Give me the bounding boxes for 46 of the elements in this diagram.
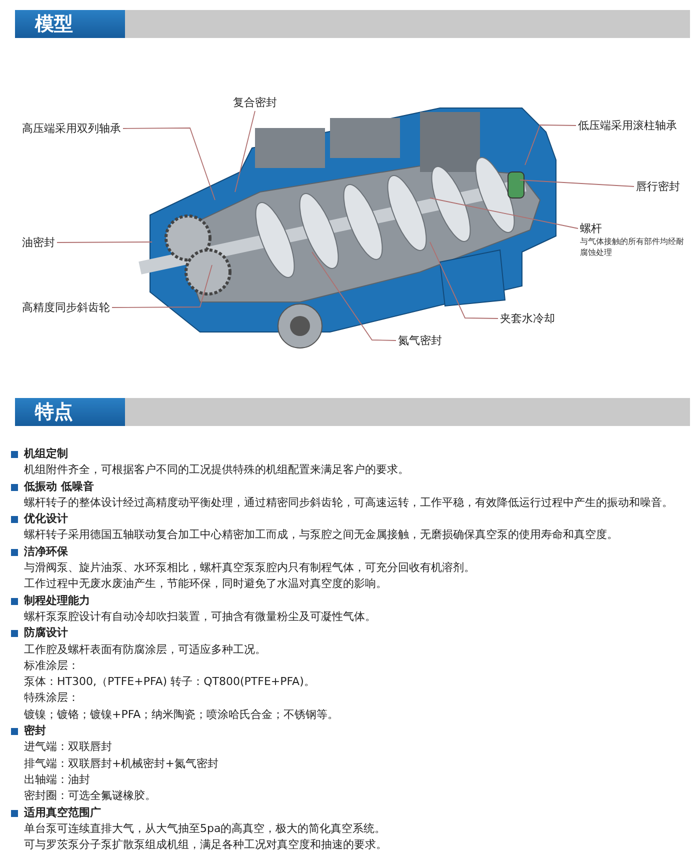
feature-heading: 密封	[24, 723, 46, 740]
feature-text: 机组附件齐全，可根据客户不同的工况提供特殊的机组配置来满足客户的要求。	[24, 462, 409, 478]
feature-text: 螺杆转子采用德国五轴联动复合加工中心精密加工而成，与泵腔之间无金属接触，无磨损确保真空泵的使用寿命和真空度。	[24, 527, 618, 544]
callout-label: 螺杆	[580, 221, 602, 236]
callout-label: 高压端采用双列轴承	[22, 121, 121, 136]
feature-heading: 防腐设计	[24, 625, 68, 642]
feature-text: 可与罗茨泵分子泵扩散泵组成机组，满足各种工况对真空度和抽速的要求。	[24, 837, 387, 853]
feature-text: 工作腔及螺杆表面有防腐涂层，可适应多种工况。	[24, 642, 266, 658]
leader-line	[112, 264, 212, 308]
leader-line	[56, 242, 152, 243]
feature-text: 进气端：双联唇封	[24, 739, 112, 756]
feature-heading: 机组定制	[24, 446, 68, 462]
leader-line	[430, 242, 498, 319]
callout-label: 夹套水冷却	[500, 311, 555, 326]
leader-line	[430, 198, 578, 229]
feature-text: 镀镍；镀铬；镀镍+PFA；纳米陶瓷；喷涂哈氏合金；不锈钢等。	[24, 706, 339, 723]
callout-label: 高精度同步斜齿轮	[22, 300, 110, 315]
callout-label: 油密封	[22, 235, 55, 250]
leader-line	[122, 128, 216, 200]
leader-line	[524, 124, 576, 166]
feature-text: 出轴端：油封	[24, 772, 90, 788]
section-heading: 特点	[15, 398, 125, 426]
section-heading: 模型	[15, 10, 125, 38]
feature-text: 螺杆泵泵腔设计有自动冷却吹扫装置，可抽含有微量粉尘及可凝性气体。	[24, 608, 376, 625]
feature-heading: 低振动 低噪音	[24, 478, 94, 495]
feature-text: 密封圈：可选全氟谜橡胶。	[24, 788, 156, 804]
feature-heading: 优化设计	[24, 511, 68, 528]
feature-heading: 制程处理能力	[24, 592, 90, 609]
feature-text: 与滑阀泵、旋片油泵、水环泵相比，螺杆真空泵泵腔内只有制程气体，可充分回收有机溶剂。	[24, 560, 475, 576]
feature-text: 工作过程中无废水废油产生，节能环保，同时避免了水温对真空度的影响。	[24, 576, 387, 592]
callout-label: 氮气密封	[398, 333, 442, 348]
feature-heading: 适用真空范围广	[24, 804, 101, 821]
feature-text: 单台泵可连续直排大气，从大气抽至5pa的高真空，极大的简化真空系统。	[24, 820, 386, 837]
feature-text: 泵体：HT300,（PTFE+PFA) 转子：QT800(PTFE+PFA)。	[24, 674, 315, 690]
feature-text: 标准涂层：	[24, 658, 79, 674]
callout-label: 低压端采用滚柱轴承	[578, 118, 677, 133]
callout-label: 复合密封	[233, 95, 277, 110]
leader-line	[312, 252, 396, 341]
leader-line	[520, 180, 634, 187]
callout-note: 与气体接触的所有部件均经耐腐蚀处理	[580, 236, 685, 258]
feature-text: 排气端：双联唇封+机械密封+氮气密封	[24, 756, 218, 772]
callout-label: 唇行密封	[636, 179, 680, 194]
leader-line	[234, 110, 256, 192]
feature-text: 特殊涂层：	[24, 690, 79, 706]
feature-text: 螺杆转子的整体设计经过高精度动平衡处理，通过精密同步斜齿轮，可高速运转，工作平稳，有效降低运行过程中产生的振动和噪音。	[24, 494, 673, 511]
feature-heading: 洁净环保	[24, 544, 68, 560]
